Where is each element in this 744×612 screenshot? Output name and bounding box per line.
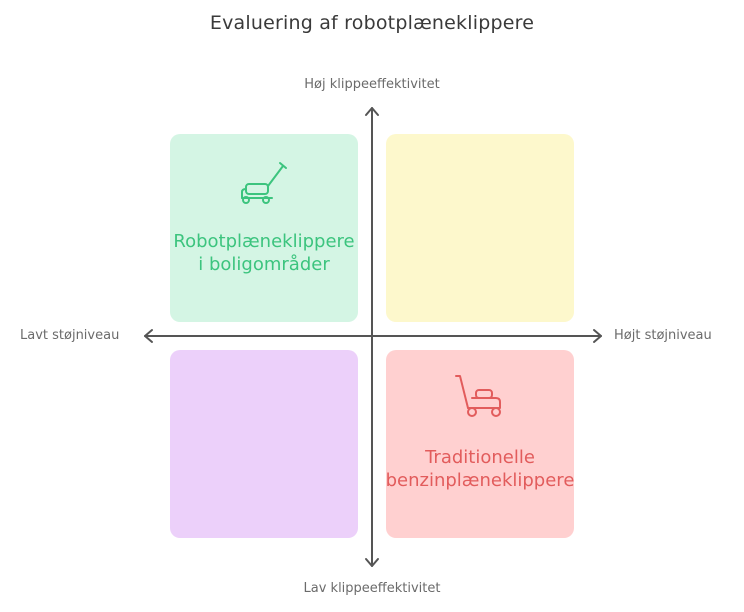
quadrant-bottom-right-line1: Traditionelle [425, 447, 535, 468]
horizontal-axis-arrow-left [144, 329, 153, 343]
horizontal-axis-arrow-right [593, 329, 602, 343]
axis-label-high-noise: Højt støjniveau [614, 328, 712, 343]
diagram-title: Evaluering af robotplæneklippere [209, 12, 535, 34]
quadrant-bottom-right: Traditionelle benzinplæneklippere [386, 350, 574, 538]
quadrant-bottom-left [170, 350, 358, 538]
vertical-axis-arrow-top [365, 107, 379, 116]
lawn-mower-icon [455, 375, 501, 417]
quadrant-top-left-line1: Robotplæneklippere [173, 231, 355, 252]
quadrant-top-left-line2: i boligområder [198, 254, 330, 275]
quadrant-top-left: Robotplæneklippere i boligområder [170, 134, 358, 322]
quadrant-top-right [386, 134, 574, 322]
axis-label-low-efficiency: Lav klippeeffektivitet [303, 581, 441, 596]
axis-label-high-efficiency: Høj klippeeffektivitet [304, 77, 440, 92]
quadrant-bottom-right-label: Traditionelle benzinplæneklippere [374, 446, 586, 492]
quadrant-top-left-label: Robotplæneklippere i boligområder [158, 230, 370, 276]
push-lawn-mower-icon [241, 162, 287, 204]
vertical-axis-arrow-bottom [365, 558, 379, 567]
axis-label-low-noise: Lavt støjniveau [20, 328, 120, 343]
quadrant-bottom-right-line2: benzinplæneklippere [385, 470, 575, 491]
